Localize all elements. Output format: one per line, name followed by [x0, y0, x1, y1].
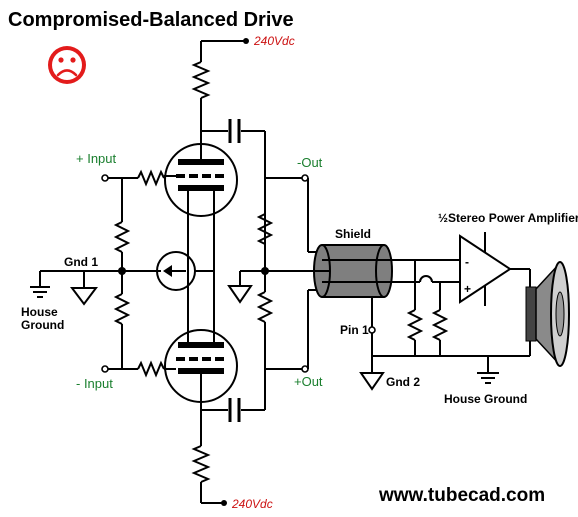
bottom-supply — [191, 445, 227, 506]
shield-label: Shield — [335, 227, 371, 241]
amp-plus-label: + — [464, 282, 471, 296]
amp-input-wiring — [392, 259, 460, 356]
diagram-title: Compromised-Balanced Drive — [8, 9, 294, 31]
gnd1-label: Gnd 1 — [64, 255, 98, 269]
sad-face-icon — [48, 46, 86, 84]
plus-input-label: + Input — [76, 151, 117, 166]
minus-input-wiring — [101, 360, 165, 378]
loudspeaker-icon — [488, 261, 570, 367]
plus-input-wiring — [101, 169, 166, 272]
house-ground-right-label: House Ground — [444, 392, 527, 406]
house-ground-right-icon — [477, 356, 499, 384]
top-triode-tube — [164, 143, 238, 217]
plus-out-label: +Out — [294, 374, 323, 389]
pin1-wiring — [359, 297, 488, 391]
gnd2-label: Gnd 2 — [386, 375, 420, 389]
bottom-coupling-capacitor — [201, 398, 265, 422]
top-coupling-capacitor — [201, 119, 266, 249]
power-amplifier-icon — [459, 232, 530, 306]
amp-title-label: ½Stereo Power Amplifier — [438, 211, 578, 225]
plus-out-wiring — [265, 365, 309, 373]
supply-top-label: 240Vdc — [253, 34, 295, 48]
bottom-triode-tube — [164, 329, 238, 446]
website-url: www.tubecad.com — [378, 485, 545, 506]
output-bias-network — [227, 213, 308, 410]
minus-out-label: -Out — [297, 155, 323, 170]
house-ground-left-label-1: House — [21, 305, 58, 319]
amp-minus-label: - — [465, 255, 469, 269]
current-source-icon — [156, 251, 196, 291]
supply-bottom-label: 240Vdc — [231, 497, 273, 511]
pin1-label: Pin 1 — [340, 323, 369, 337]
gnd1-symbol-icon — [70, 271, 98, 306]
house-ground-left-label-2: Ground — [21, 318, 64, 332]
shielded-cable-icon — [307, 178, 393, 369]
minus-out-wiring — [265, 174, 309, 182]
top-supply — [191, 38, 249, 148]
house-ground-left-icon — [30, 271, 50, 298]
minus-input-label: - Input — [76, 376, 113, 391]
